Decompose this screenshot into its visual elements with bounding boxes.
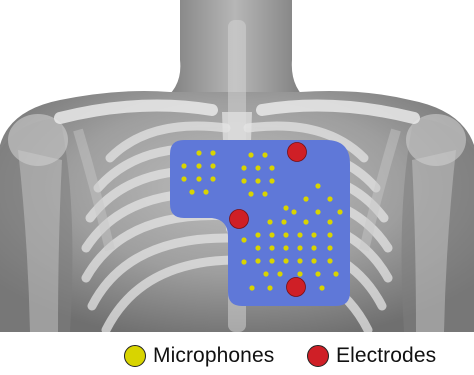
microphone-dot — [255, 245, 260, 250]
microphone-dot — [283, 245, 288, 250]
microphone-dot — [327, 219, 332, 224]
microphone-dot — [241, 237, 246, 242]
microphone-dot — [269, 245, 274, 250]
microphone-dot — [327, 232, 332, 237]
microphone-dot — [189, 189, 194, 194]
microphone-dot — [181, 176, 186, 181]
microphone-dot — [297, 245, 302, 250]
microphone-dot — [203, 189, 208, 194]
microphone-dot — [297, 271, 302, 276]
microphone-dot — [269, 165, 274, 170]
electrode-swatch-icon — [307, 345, 329, 367]
microphone-dot — [277, 271, 282, 276]
microphone-dot — [319, 285, 324, 290]
microphone-dot — [283, 258, 288, 263]
microphone-dot — [311, 245, 316, 250]
microphone-dot — [311, 232, 316, 237]
microphone-dot — [297, 232, 302, 237]
microphone-dot — [181, 163, 186, 168]
microphone-dot — [248, 191, 253, 196]
microphone-dot — [327, 245, 332, 250]
microphone-dot — [303, 196, 308, 201]
microphone-dot — [248, 152, 253, 157]
legend-item-microphones: Microphones — [124, 340, 274, 372]
microphone-dot — [249, 285, 254, 290]
legend-item-electrodes: Electrodes — [307, 340, 436, 372]
microphone-dot — [196, 163, 201, 168]
microphone-dot — [210, 163, 215, 168]
microphone-dot — [281, 219, 286, 224]
microphone-dot — [269, 258, 274, 263]
legend: Microphones Electrodes — [0, 340, 474, 372]
microphone-dot — [262, 152, 267, 157]
microphone-dot — [241, 178, 246, 183]
microphone-dot — [263, 271, 268, 276]
microphone-dot — [269, 232, 274, 237]
microphone-dot — [267, 219, 272, 224]
microphone-dot — [297, 258, 302, 263]
microphone-dot — [311, 258, 316, 263]
electrode-dot — [230, 210, 249, 229]
microphone-dot — [255, 258, 260, 263]
microphone-dot — [291, 209, 296, 214]
microphone-dot — [262, 191, 267, 196]
microphone-dot — [283, 205, 288, 210]
microphone-dot — [315, 271, 320, 276]
microphone-dot — [303, 219, 308, 224]
microphone-dot — [255, 232, 260, 237]
microphone-dot — [283, 232, 288, 237]
legend-label-electrodes: Electrodes — [336, 344, 436, 368]
microphone-dot — [255, 178, 260, 183]
microphone-dot — [210, 176, 215, 181]
microphone-dot — [241, 259, 246, 264]
legend-label-microphones: Microphones — [153, 344, 274, 368]
microphone-dot — [269, 178, 274, 183]
electrode-dot — [288, 143, 307, 162]
microphone-dot — [333, 271, 338, 276]
microphone-dot — [315, 209, 320, 214]
microphone-dot — [241, 165, 246, 170]
microphone-dot — [210, 150, 215, 155]
microphone-dot — [327, 258, 332, 263]
microphone-dot — [267, 285, 272, 290]
microphone-swatch-icon — [124, 345, 146, 367]
microphone-dot — [196, 150, 201, 155]
electrode-dot — [287, 278, 306, 297]
microphone-dot — [255, 165, 260, 170]
microphone-dot — [196, 176, 201, 181]
microphone-dot — [337, 209, 342, 214]
microphone-dot — [315, 183, 320, 188]
microphone-dot — [327, 196, 332, 201]
